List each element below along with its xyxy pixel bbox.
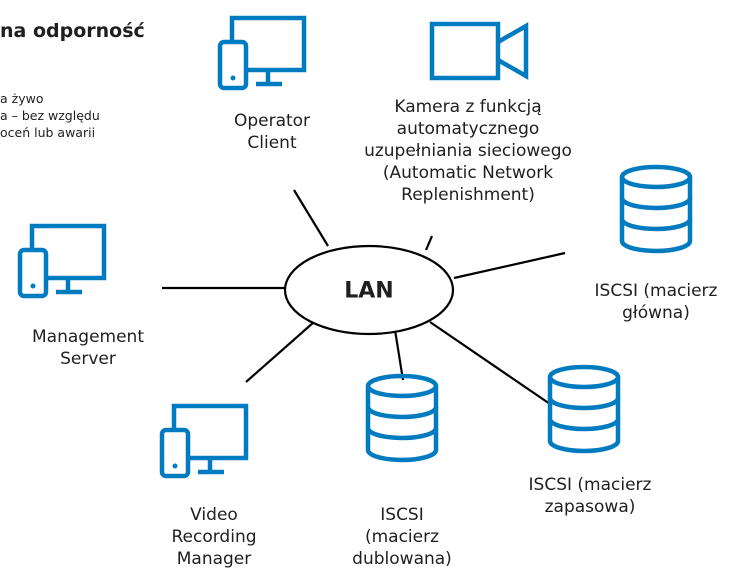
label-line: ISCSI (macierz: [594, 281, 718, 301]
iscsi-backup-label: ISCSI (macierz zapasowa): [529, 474, 652, 518]
description-line: oceń lub awarii: [0, 125, 96, 140]
management-server-label: Management Server: [32, 326, 144, 370]
label-line: Video: [190, 505, 238, 525]
label-line: dublowana): [352, 549, 452, 569]
label-line: główna): [622, 303, 690, 323]
operator-client-label: Operator Client: [234, 110, 310, 154]
database-icon: [368, 376, 436, 460]
link-vrm: [245, 321, 315, 383]
label-line: ISCSI (macierz: [528, 475, 652, 495]
computer-phone-icon: [162, 406, 246, 476]
iscsi-main-label: ISCSI (macierz główna): [595, 280, 718, 324]
label-line: (Automatic Network: [382, 163, 554, 183]
description-line: a żywo: [0, 91, 44, 106]
iscsi-dup-label: ISCSI (macierz dublowana): [352, 504, 452, 570]
link-iscsi-dup: [393, 329, 405, 381]
link-operator-client: [293, 189, 329, 247]
page-title: na odporność: [0, 20, 145, 42]
label-line: Client: [247, 133, 297, 153]
link-iscsi-main: [453, 251, 566, 280]
computer-phone-icon: [220, 18, 304, 88]
description: a żywo a – bez względu oceń lub awarii: [0, 90, 100, 141]
label-line: Manager: [176, 549, 252, 569]
link-iscsi-backup: [429, 321, 551, 405]
label-line: Replenishment): [401, 185, 535, 205]
label-line: Kamera z funkcją: [394, 97, 542, 117]
label-line: (macierz: [364, 527, 440, 547]
label-line: uzupełniania sieciowego: [364, 141, 572, 161]
description-line: a – bez względu: [0, 108, 100, 123]
label-line: Server: [60, 349, 116, 369]
label-line: ISCSI: [380, 505, 424, 525]
label-line: Recording: [171, 527, 257, 547]
lan-hub: [283, 244, 455, 336]
vrm-label: Video Recording Manager: [171, 504, 256, 570]
label-line: automatycznego: [396, 119, 540, 139]
link-camera: [424, 235, 434, 251]
video-camera-icon: [429, 21, 529, 81]
computer-phone-icon: [20, 226, 104, 296]
label-line: zapasowa): [544, 497, 636, 517]
camera-label: Kamera z funkcją automatycznego uzupełni…: [364, 96, 572, 206]
lan-label: LAN: [344, 278, 394, 304]
label-line: Operator: [233, 111, 311, 131]
label-line: Management: [32, 327, 144, 347]
database-icon: [550, 367, 618, 451]
database-icon: [622, 167, 690, 251]
